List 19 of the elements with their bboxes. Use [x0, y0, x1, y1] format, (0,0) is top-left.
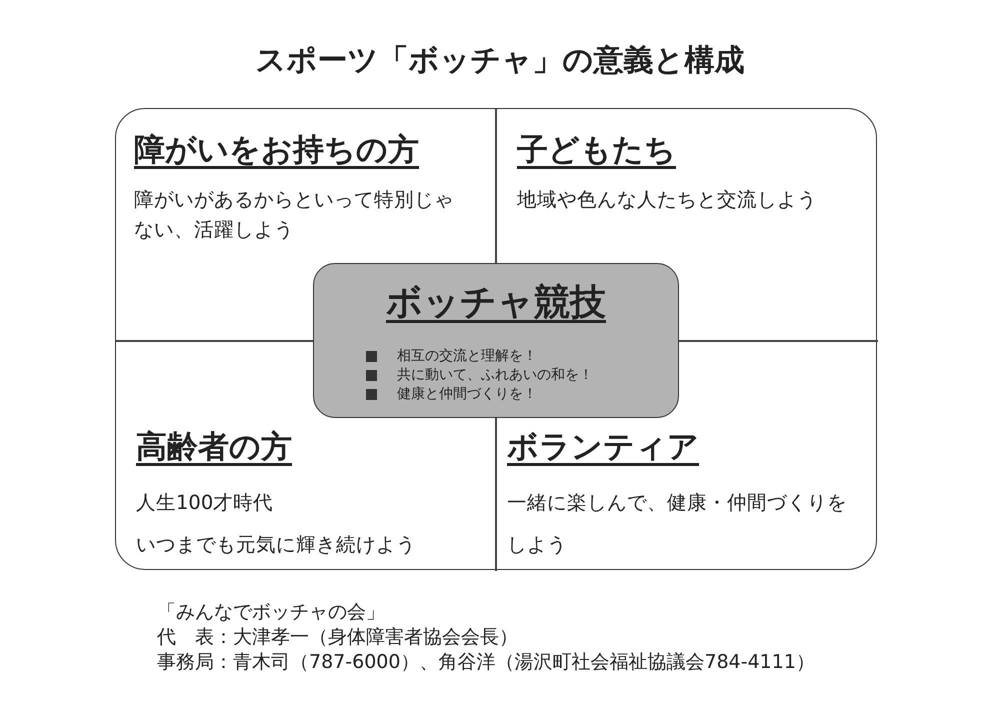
body-text: 地域や色んな人たちと交流しよう	[517, 187, 818, 213]
body-text: 人生100才時代	[136, 490, 274, 516]
title: スポーツ「ボッチャ」の意義と構成	[254, 42, 746, 80]
body-text: 障がいがあるからといって特別じゃない、活躍しよう	[134, 187, 455, 243]
center-box	[313, 263, 679, 418]
heading: ボランティア	[507, 428, 699, 467]
heading: ボッチャ競技	[386, 281, 606, 325]
bullet-text: 共に動いて、ふれあいの和を！	[397, 366, 593, 385]
heading: 子どもたち	[517, 131, 676, 170]
footer-text: 「みんなでボッチャの会」	[157, 600, 385, 625]
bullet-text: 健康と仲間づくりを！	[397, 385, 537, 404]
body-text: 一緒に楽しんで、健康・仲間づくりをしよう	[507, 490, 848, 558]
heading: 障がいをお持ちの方	[134, 131, 419, 170]
heading: 高齢者の方	[136, 428, 292, 467]
bullet-text: 相互の交流と理解を！	[397, 347, 537, 366]
footer-text: 代 表：大津孝一（身体障害者協会会長）	[157, 625, 518, 650]
panel-frame	[115, 108, 877, 570]
body-text: いつまでも元気に輝き続けよう	[136, 532, 417, 558]
footer-text: 事務局：青木司（787-6000）、角谷洋（湯沢町社会福祉協議会784-4111）	[157, 650, 815, 675]
